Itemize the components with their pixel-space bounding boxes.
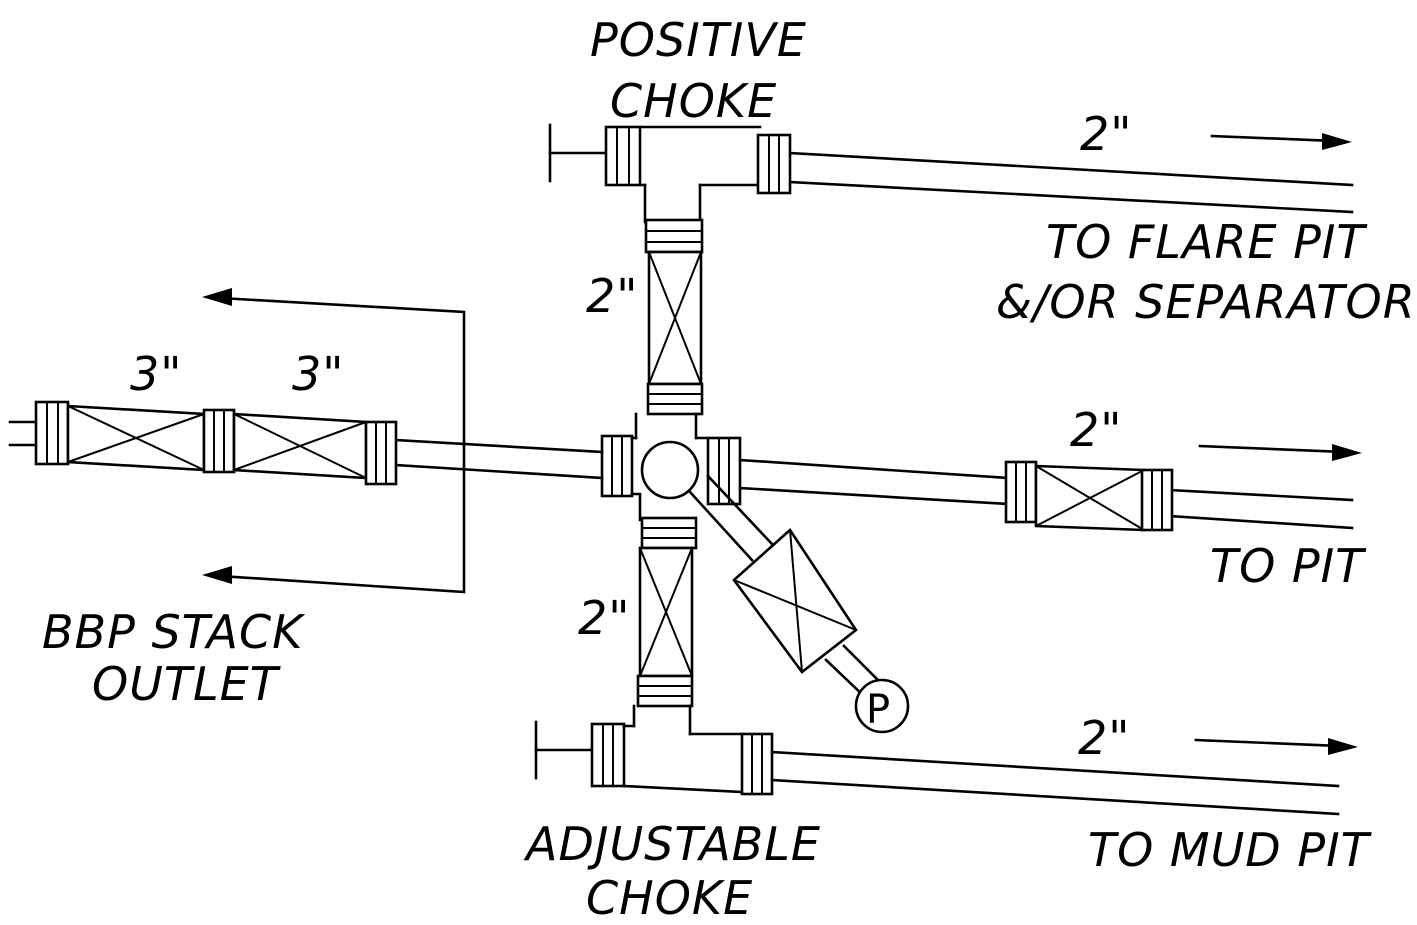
center-cross-fitting (600, 434, 742, 506)
adjustable-choke-stub (534, 720, 596, 780)
positive-choke-tee (604, 125, 792, 224)
positive-choke-stub (548, 123, 610, 183)
lower-vertical-size: 2" (578, 591, 630, 645)
lower-vertical-valve (632, 494, 698, 736)
to-pit-label: TO PIT (1210, 539, 1367, 593)
upper-vertical-size: 2" (586, 269, 638, 323)
positive-choke-label-line1: POSITIVE (590, 13, 807, 67)
flare-pit-label-line1: TO FLARE PIT (1046, 215, 1368, 269)
positive-choke-label-line2: CHOKE (610, 74, 777, 128)
pressure-gauge-letter: P (866, 687, 891, 733)
pressure-gauge-branch (688, 474, 910, 734)
adjustable-choke-tee (590, 722, 774, 796)
bbp-outlet-arrows (202, 288, 466, 594)
bottom-line-arrow (1194, 738, 1358, 755)
middle-flow-line (738, 458, 1354, 530)
mud-pit-label: TO MUD PIT (1088, 823, 1373, 877)
inlet-valve-2 (202, 408, 398, 486)
bbp-outlet-label-line1: BBP STACK (42, 605, 306, 659)
top-line-arrow (1210, 133, 1352, 150)
upper-vertical-valve (634, 218, 704, 440)
inlet-valve-1-size: 3" (130, 347, 182, 401)
middle-line-arrow (1198, 444, 1362, 461)
top-line-size: 2" (1080, 107, 1132, 161)
top-flow-line (788, 151, 1354, 214)
middle-line-size: 2" (1070, 403, 1122, 457)
adjustable-choke-label-line2: CHOKE (586, 871, 753, 925)
adjustable-choke-label-line1: ADJUSTABLE (523, 817, 821, 871)
flare-pit-label-line2: &/OR SEPARATOR (996, 275, 1416, 329)
middle-line-valve (1004, 460, 1174, 532)
bottom-line-size: 2" (1078, 711, 1130, 765)
inlet-line (8, 420, 604, 480)
inlet-valve-1 (34, 400, 206, 472)
bbp-outlet-label-line2: OUTLET (92, 657, 282, 711)
inlet-valve-2-size: 3" (292, 347, 344, 401)
bottom-flow-line (770, 750, 1340, 816)
